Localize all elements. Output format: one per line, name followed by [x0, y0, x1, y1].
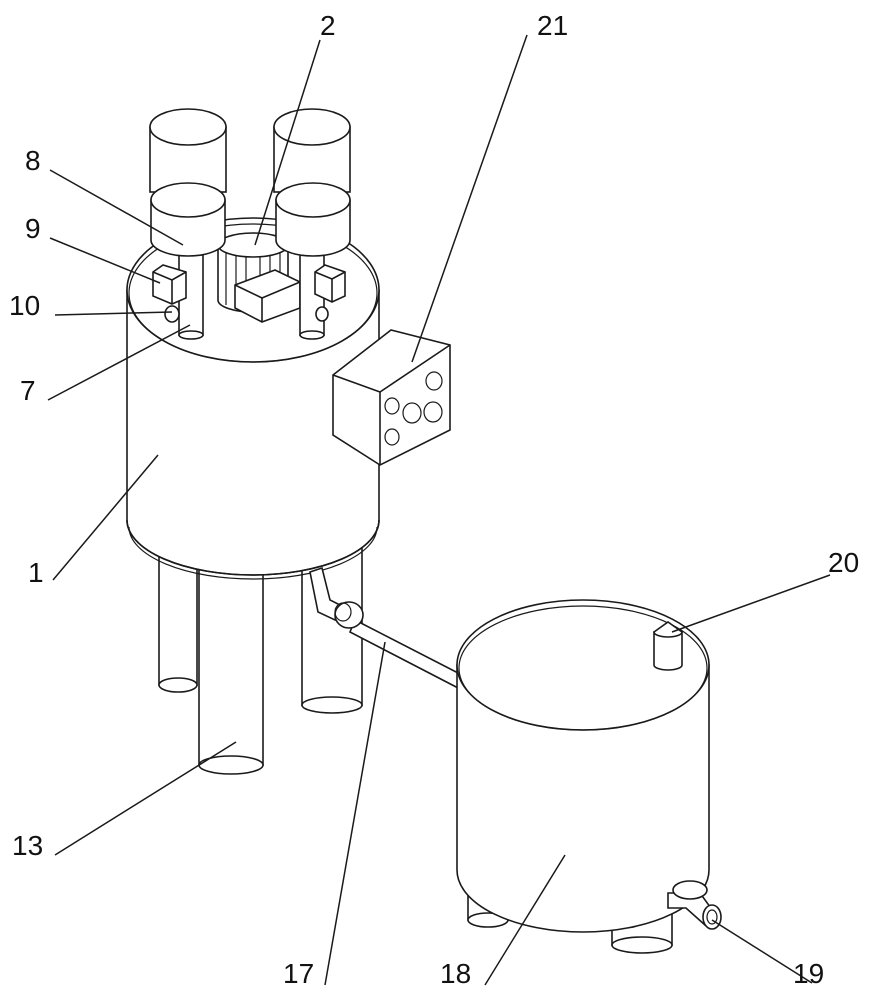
leader-lines: [47, 34, 831, 986]
label-10: 10: [9, 290, 40, 321]
leader-9: [49, 237, 161, 284]
label-1: 1: [28, 557, 44, 588]
label-9: 9: [25, 213, 41, 244]
leader-8: [49, 169, 184, 246]
drain-valve: [667, 880, 722, 930]
leader-18: [484, 854, 566, 986]
leader-17: [324, 641, 386, 986]
label-8: 8: [25, 145, 41, 176]
label-7: 7: [20, 375, 36, 406]
collection-tank: [456, 599, 710, 954]
label-21: 21: [537, 10, 568, 41]
leader-10: [54, 311, 173, 316]
label-13: 13: [12, 830, 43, 861]
leader-20: [671, 574, 831, 633]
label-18: 18: [440, 958, 471, 989]
valve-actuators: [152, 264, 346, 323]
leader-19: [711, 919, 813, 984]
control-box: [332, 329, 451, 466]
discharge-pipe: [309, 566, 463, 692]
leader-21: [411, 34, 528, 363]
label-19: 19: [793, 958, 824, 989]
label-2: 2: [320, 10, 336, 41]
vent-cap: [653, 621, 683, 671]
label-17: 17: [283, 958, 314, 989]
leader-2: [254, 39, 321, 246]
leader-13: [54, 741, 237, 856]
label-20: 20: [828, 547, 859, 578]
leader-1: [52, 454, 159, 581]
reference-numerals: 1 2 7 8 9 10 13 17 18 19 20 21: [9, 10, 859, 989]
storage-hoppers: [149, 108, 351, 340]
leader-7: [47, 324, 191, 401]
